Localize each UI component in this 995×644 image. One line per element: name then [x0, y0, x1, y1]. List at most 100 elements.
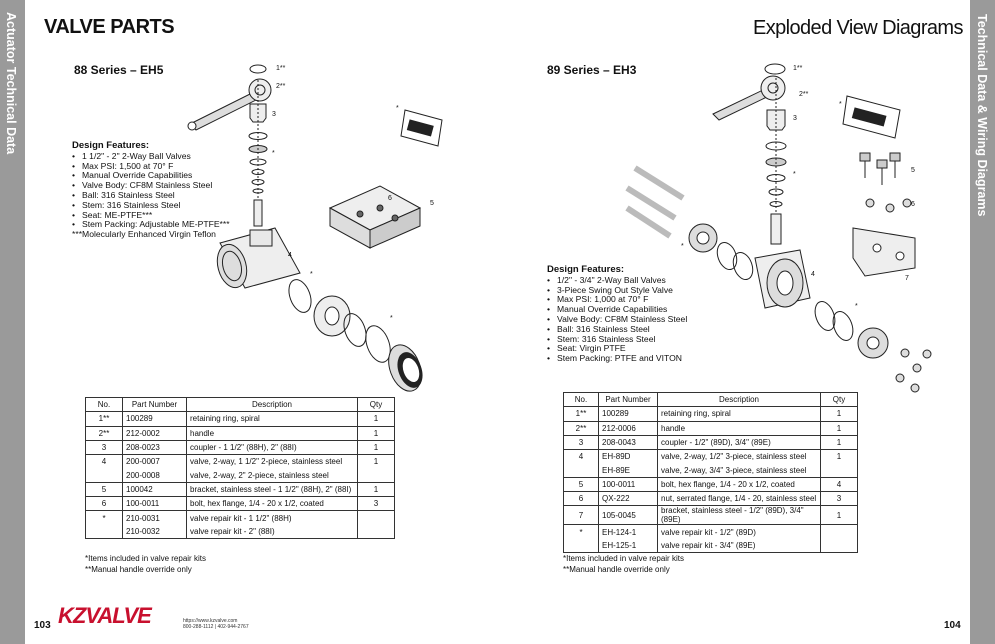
footer-phone: 800-288-1112 | 402-944-2767 — [183, 624, 249, 630]
cell-no: * — [563, 524, 599, 539]
col-header-no: No. — [85, 396, 123, 413]
feature-item: 1/2" - 3/4" 2-Way Ball Valves — [547, 275, 697, 286]
cell-no: 4 — [85, 454, 123, 469]
cell-no: 2** — [85, 425, 123, 441]
footer-contact: https://www.kzvalve.com 800-288-1112 | 4… — [183, 618, 249, 630]
cell-description: bracket, stainless steel - 1 1/2" (88H),… — [186, 481, 358, 498]
table-row: 1** 100289 retaining ring, spiral 1 — [563, 406, 858, 422]
valve-body-part — [754, 249, 811, 309]
cell-no: 6 — [85, 496, 123, 512]
right-footnotes: *Items included in valve repair kits **M… — [563, 553, 684, 575]
cell-no: 1** — [85, 411, 123, 427]
handle-part — [712, 75, 786, 121]
table-row: * 210-0031 valve repair kit - 1 1/2" (88… — [85, 510, 395, 525]
feature-item: Manual Override Capabilities — [72, 171, 252, 181]
table-row: 7 105-0045 bracket, stainless steel - 1/… — [563, 505, 858, 526]
feature-item: Valve Body: CF8M Stainless Steel — [72, 180, 252, 191]
col-header-description: Description — [657, 391, 821, 408]
footnote: **Manual handle override only — [85, 565, 192, 574]
right-side-tab — [970, 0, 995, 644]
table-row: * EH-124-1 valve repair kit - 1/2" (89D) — [563, 524, 858, 539]
callout-label: * — [681, 243, 684, 250]
callout-label: 1** — [793, 65, 803, 72]
cell-qty: 1 — [820, 406, 858, 422]
gasket-part — [732, 251, 754, 281]
cell-part-number: 200-0007 — [122, 454, 187, 469]
callout-label: * — [855, 303, 858, 310]
end-cap-part — [388, 344, 423, 392]
cell-no: 5 — [563, 476, 599, 493]
cell-qty: 1 — [820, 420, 858, 436]
cell-no — [85, 468, 123, 483]
left-features-header: Design Features: — [72, 140, 150, 151]
cell-qty — [357, 524, 395, 539]
callout-label: 2** — [799, 91, 809, 98]
cell-description: coupler - 1/2" (89D), 3/4" (89E) — [657, 434, 821, 451]
gasket-part — [716, 241, 738, 271]
table-row: 5 100-0011 bolt, hex flange, 1/4 - 20 x … — [563, 476, 858, 493]
right-page-title: Exploded View Diagrams — [753, 17, 963, 39]
cell-part-number: 100289 — [122, 411, 187, 427]
callout-label: * — [390, 315, 393, 322]
right-page-number: 104 — [944, 620, 961, 631]
seat-part — [343, 313, 367, 347]
cell-part-number: QX-222 — [598, 491, 658, 507]
cell-no — [85, 524, 123, 539]
cell-part-number: 208-0043 — [598, 434, 658, 451]
kzvalve-logo: KZVALVE — [58, 603, 152, 628]
table-row: EH-125-1 valve repair kit - 3/4" (89E) — [563, 538, 858, 553]
col-header-part-number: Part Number — [122, 396, 187, 413]
left-side-tab — [0, 0, 25, 644]
feature-item: Seat: Virgin PTFE — [547, 344, 697, 354]
cell-qty: 1 — [357, 411, 395, 427]
callout-label: 6 — [911, 201, 915, 208]
callout-label: 1** — [276, 65, 286, 72]
handle-part — [187, 78, 272, 131]
callout-label: 5 — [911, 167, 915, 174]
table-row: 2** 212-0002 handle 1 — [85, 425, 395, 441]
right-design-features: Design Features: 1/2" - 3/4" 2-Way Ball … — [547, 265, 697, 364]
bolt-part — [625, 165, 685, 239]
cell-part-number: 100-0011 — [122, 496, 187, 512]
callout-label: 4 — [811, 271, 815, 278]
cell-no: 4 — [563, 449, 599, 464]
repair-kit-label-part — [842, 95, 901, 139]
bracket-part — [852, 227, 916, 277]
cell-qty: 1 — [357, 454, 395, 469]
cell-part-number: 105-0045 — [598, 505, 658, 526]
table-header-row: No. Part Number Description Qty — [85, 396, 395, 413]
right-parts-table: No. Part Number Description Qty 1** 1002… — [563, 391, 858, 553]
valve-body-part — [216, 227, 301, 289]
cell-no — [563, 463, 599, 478]
cell-qty: 1 — [357, 425, 395, 441]
cell-qty — [820, 524, 858, 539]
cell-description: bolt, hex flange, 1/4 - 20 x 1/2, coated — [657, 476, 821, 493]
feature-item: Seat: ME-PTFE*** — [72, 210, 252, 221]
cell-no: 1** — [563, 406, 599, 422]
table-row: 210-0032 valve repair kit - 2" (88I) — [85, 524, 395, 539]
cell-part-number: 210-0031 — [122, 510, 187, 525]
cell-no: 3 — [563, 434, 599, 451]
callout-label: 3 — [272, 111, 276, 118]
cell-description: valve repair kit - 1/2" (89D) — [657, 524, 821, 539]
cell-part-number: EH-89D — [598, 449, 658, 464]
cell-part-number: 208-0023 — [122, 439, 187, 456]
table-header-row: No. Part Number Description Qty — [563, 391, 858, 408]
callout-label: * — [793, 171, 796, 178]
left-exploded-diagram: 1** 2** 3 4 5 6 * * * * — [187, 64, 443, 392]
cell-part-number: EH-124-1 — [598, 524, 658, 539]
gasket-part — [832, 311, 854, 341]
cell-qty — [357, 468, 395, 483]
bracket-part — [328, 185, 422, 249]
footnote: **Manual handle override only — [563, 565, 670, 574]
feature-item: Max PSI: 1,500 at 70° F — [72, 161, 252, 172]
repair-kit-label-part — [400, 109, 443, 147]
cell-description: handle — [657, 420, 821, 436]
cell-qty: 1 — [820, 505, 858, 526]
cell-part-number: 100289 — [598, 406, 658, 422]
cell-description: bolt, hex flange, 1/4 - 20 x 1/2, coated — [186, 496, 358, 512]
nut-part — [895, 348, 932, 393]
callout-label: * — [272, 150, 275, 157]
left-design-features: Design Features: 1 1/2" - 2" 2-Way Ball … — [72, 141, 252, 240]
callout-label: * — [310, 271, 313, 278]
